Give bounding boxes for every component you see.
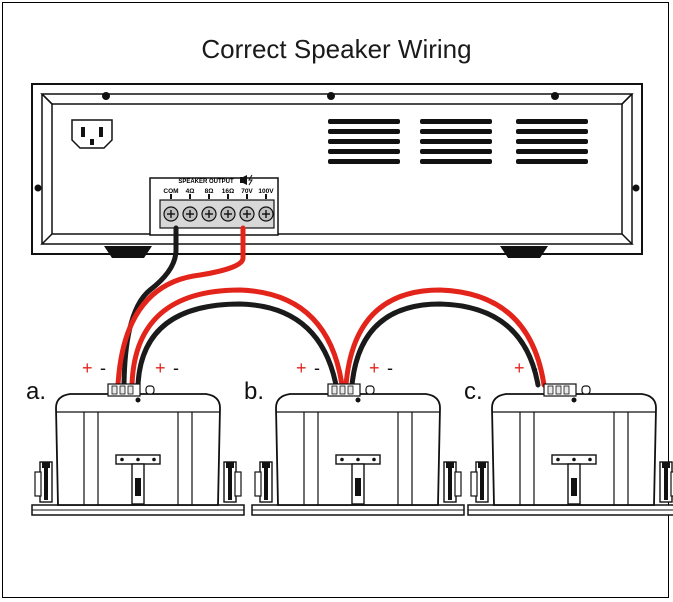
- speaker-wires: [115, 225, 547, 388]
- vent-slot: [328, 159, 400, 164]
- terminal-tick: [208, 194, 210, 199]
- polarity-minus: -: [173, 358, 179, 378]
- vent-slot: [420, 149, 492, 154]
- polarity-plus: +: [514, 358, 525, 378]
- terminal-tick: [170, 194, 172, 199]
- ventilation-slots: [328, 119, 588, 164]
- vent-slot: [420, 119, 492, 124]
- terminal-tick: [189, 194, 191, 199]
- speaker-lightning-icon: [240, 174, 253, 186]
- screw-icon: [327, 92, 335, 100]
- vent-slot: [328, 149, 400, 154]
- speaker-a: [31, 383, 245, 516]
- speaker-b: [251, 383, 465, 516]
- vent-slot: [328, 139, 400, 144]
- polarity-plus: +: [369, 358, 380, 378]
- polarity-minus: -: [387, 358, 393, 378]
- negative-wire: [349, 301, 541, 388]
- polarity-minus: -: [100, 358, 106, 378]
- terminal-label: COM: [163, 188, 178, 195]
- amplifier-rear-panel: [31, 83, 643, 258]
- polarity-minus: -: [532, 358, 538, 378]
- vent-slot: [328, 119, 400, 124]
- vent-slot: [516, 119, 588, 124]
- terminal-tick: [227, 194, 229, 199]
- diagram-title: Correct Speaker Wiring: [201, 34, 472, 64]
- speaker-label-c: c.: [464, 378, 483, 405]
- vent-slot: [420, 159, 492, 164]
- speaker-label-b: b.: [244, 378, 265, 405]
- screw-icon: [632, 184, 640, 192]
- polarity-plus: +: [296, 358, 307, 378]
- negative-wire: [135, 301, 339, 388]
- vent-slot: [516, 159, 588, 164]
- positive-wire: [115, 225, 246, 388]
- positive-wire: [343, 287, 547, 388]
- terminal-tick: [246, 194, 248, 199]
- terminal-label: 70V: [241, 188, 253, 195]
- terminal-label: 16Ω: [222, 188, 234, 195]
- speaker-output-label: SPEAKER OUTPUT: [178, 179, 234, 185]
- polarity-plus: +: [155, 358, 166, 378]
- positive-wire: [129, 287, 345, 388]
- terminal-label: 8Ω: [205, 188, 214, 195]
- vent-slot: [516, 129, 588, 134]
- polarity-plus: +: [82, 358, 93, 378]
- amplifier-foot: [104, 246, 152, 258]
- vent-slot: [420, 139, 492, 144]
- terminal-tick: [265, 194, 267, 199]
- terminal-label: 4Ω: [186, 188, 195, 195]
- vent-slot: [516, 139, 588, 144]
- vent-slot: [420, 129, 492, 134]
- screw-icon: [34, 184, 42, 192]
- polarity-minus: -: [314, 358, 320, 378]
- speaker-output-terminal-block: SPEAKER OUTPUT COM 4Ω 8Ω 16Ω 70V 100V: [149, 174, 279, 236]
- screw-icon: [551, 92, 559, 100]
- speaker-c: [467, 383, 673, 516]
- vent-slot: [328, 129, 400, 134]
- terminal-label: 100V: [258, 188, 274, 195]
- speaker-label-a: a.: [26, 378, 47, 405]
- screw-icon: [102, 92, 110, 100]
- negative-wire: [121, 225, 179, 388]
- vent-slot: [516, 149, 588, 154]
- iec-power-inlet-icon: [71, 119, 113, 149]
- amplifier-foot: [500, 246, 548, 258]
